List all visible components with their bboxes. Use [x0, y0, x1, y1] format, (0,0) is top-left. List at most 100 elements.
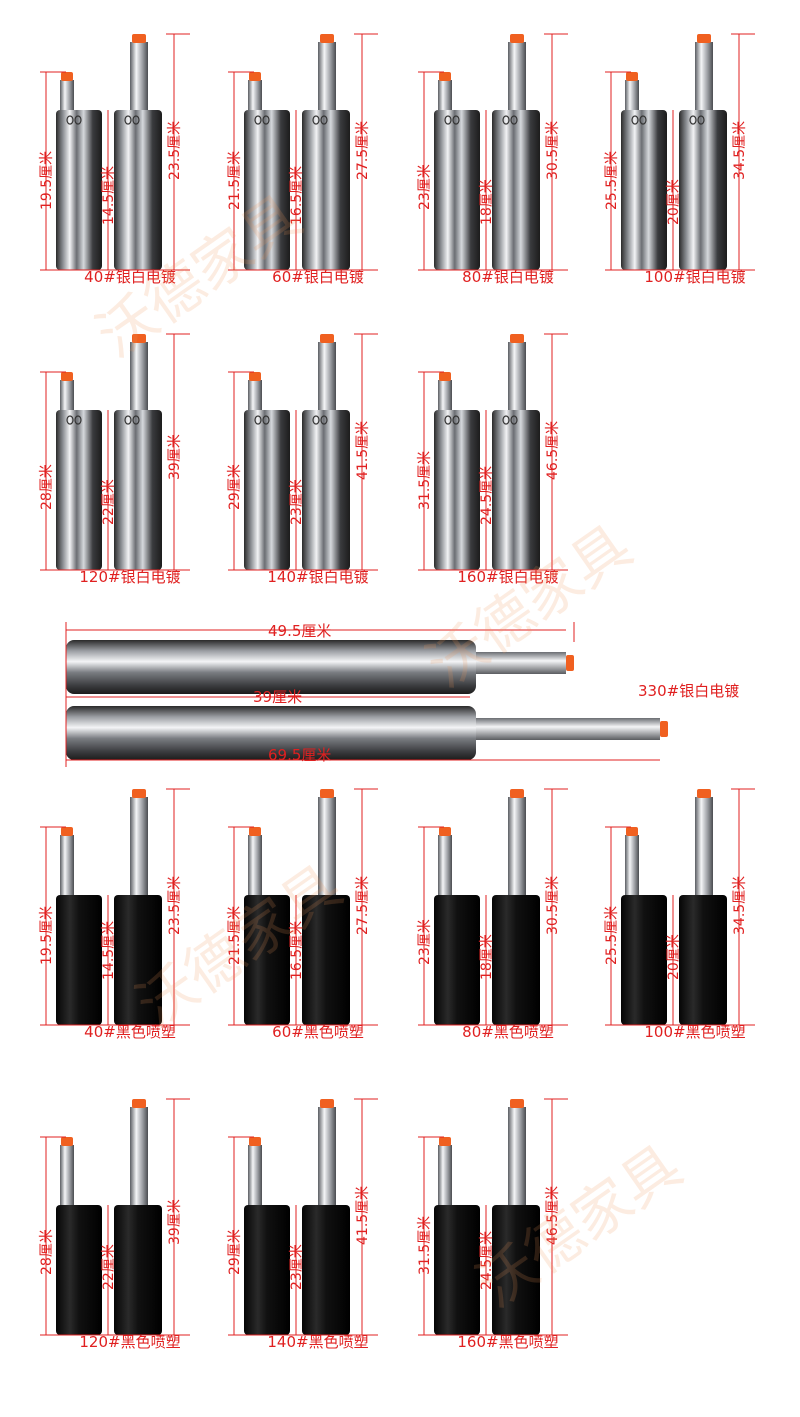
short-body	[56, 410, 102, 570]
tall-rod	[508, 1107, 526, 1205]
short-rod	[248, 1145, 262, 1205]
tall-body	[302, 895, 350, 1025]
tall-cap	[132, 334, 146, 343]
black-cylinder-set: 25.5厘米 20厘米 34.5厘米 100#黑色喷塑	[604, 775, 785, 1065]
tall-body	[679, 895, 727, 1025]
dim-right-height: 34.5厘米	[732, 875, 748, 935]
horizontal-cylinder-cap-bottom	[660, 721, 668, 737]
dim-right-height: 27.5厘米	[355, 120, 371, 180]
tall-rod	[695, 42, 713, 110]
short-cap	[626, 827, 638, 836]
black-cylinder-drawing	[418, 1098, 568, 1336]
tall-rod	[318, 1107, 336, 1205]
dim-mid-height: 22厘米	[101, 479, 117, 525]
horizontal-cylinder-rod-top	[476, 652, 566, 674]
dim-left-height: 21.5厘米	[227, 905, 243, 965]
short-cap	[626, 72, 638, 81]
horizontal-cylinder-rod-bottom	[476, 718, 660, 740]
rivet-mark	[312, 415, 320, 425]
set-caption: 60#黑色喷塑	[272, 1023, 364, 1041]
short-body	[434, 110, 480, 270]
tall-cap	[320, 1099, 334, 1108]
tall-cap	[320, 34, 334, 43]
tall-cap	[510, 1099, 524, 1108]
short-body	[56, 1205, 102, 1335]
short-rod	[60, 1145, 74, 1205]
short-cap	[61, 827, 73, 836]
dim-left-height: 23厘米	[417, 919, 433, 965]
dim-right-height: 23.5厘米	[167, 875, 183, 935]
dim-left-height: 31.5厘米	[417, 450, 433, 510]
rivet-mark	[254, 415, 262, 425]
black-cylinder-drawing	[40, 1098, 190, 1336]
horizontal-cylinder-body-bottom	[66, 706, 476, 760]
horizontal-cylinder-drawing	[65, 622, 668, 767]
short-rod	[248, 835, 262, 895]
short-body	[244, 410, 290, 570]
tall-cap	[132, 789, 146, 798]
short-rod	[438, 835, 452, 895]
dim-mid-height: 23厘米	[289, 479, 305, 525]
tall-rod	[508, 797, 526, 895]
short-rod	[438, 80, 452, 110]
short-rod	[625, 80, 639, 110]
dim-left-height: 25.5厘米	[604, 150, 620, 210]
tall-cap	[510, 789, 524, 798]
short-cap	[61, 1137, 73, 1146]
dim-left-height: 31.5厘米	[417, 1215, 433, 1275]
tall-cap	[697, 789, 711, 798]
tall-rod	[130, 42, 148, 110]
short-cap	[249, 372, 261, 381]
dim-right-height: 41.5厘米	[355, 420, 371, 480]
dim-right-height: 27.5厘米	[355, 875, 371, 935]
tall-body	[492, 410, 540, 570]
dim-right-height: 30.5厘米	[545, 120, 561, 180]
tall-rod	[695, 797, 713, 895]
rivet-mark	[444, 415, 452, 425]
dim-right-height: 30.5厘米	[545, 875, 561, 935]
tall-body	[679, 110, 727, 270]
tall-body	[492, 895, 540, 1025]
dim-mid-height: 22厘米	[101, 1244, 117, 1290]
short-body	[434, 1205, 480, 1335]
short-body	[244, 895, 290, 1025]
short-cap	[249, 1137, 261, 1146]
dim-mid-height: 14.5厘米	[101, 920, 117, 980]
silver-cylinder-drawing	[418, 333, 568, 571]
dim-mid-height: 23厘米	[289, 1244, 305, 1290]
short-body	[621, 110, 667, 270]
short-rod	[248, 380, 262, 410]
silver-cylinder-drawing	[40, 33, 190, 271]
tall-rod	[318, 797, 336, 895]
dim-left-height: 25.5厘米	[604, 905, 620, 965]
rivet-mark	[510, 415, 518, 425]
short-rod	[60, 80, 74, 110]
dim-mid-height: 20厘米	[666, 934, 682, 980]
set-caption: 80#黑色喷塑	[462, 1023, 554, 1041]
black-cylinder-drawing	[228, 1098, 378, 1336]
set-caption: 100#黑色喷塑	[644, 1023, 746, 1041]
short-body	[244, 110, 290, 270]
short-body	[56, 895, 102, 1025]
set-caption: 100#银白电镀	[644, 268, 746, 286]
set-caption: 120#黑色喷塑	[79, 1333, 181, 1351]
tall-cap	[320, 789, 334, 798]
rivet-mark	[254, 115, 262, 125]
dim-mid-height: 18厘米	[479, 179, 495, 225]
dim-mid-height: 24.5厘米	[479, 465, 495, 525]
short-rod	[60, 835, 74, 895]
rivet-mark	[452, 415, 460, 425]
rivet-mark	[697, 115, 705, 125]
rivet-mark	[320, 115, 328, 125]
silver-cylinder-drawing	[40, 333, 190, 571]
tall-rod	[130, 1107, 148, 1205]
tall-cap	[320, 334, 334, 343]
tall-cap	[132, 1099, 146, 1108]
dim-mid-height: 24.5厘米	[479, 1230, 495, 1290]
rivet-mark	[689, 115, 697, 125]
set-caption: 40#黑色喷塑	[84, 1023, 176, 1041]
